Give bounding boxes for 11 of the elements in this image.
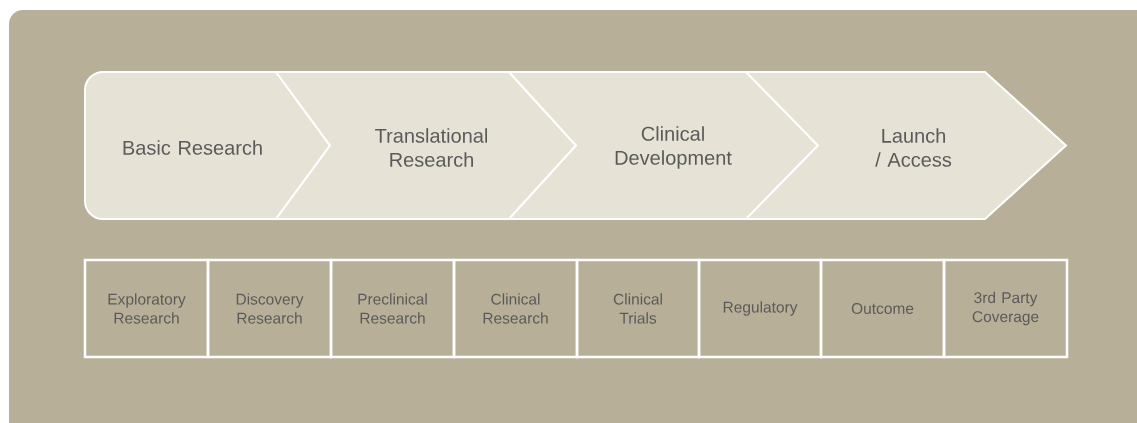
stage-band: Clinical Development [506,71,820,220]
stage-cell: Clinical Trials [575,258,701,359]
stage-band: Translational Research [274,71,578,220]
stage-cell: Clinical Research [452,258,579,359]
stage-cell: Discovery Research [206,258,333,359]
stage-cell: Exploratory Research [83,258,210,359]
stage-cell: Preclinical Research [329,258,456,359]
stage-cell: Regulatory [697,258,823,359]
stage-cell: Outcome [819,258,946,359]
stage-cell: 3rd Party Coverage [942,258,1069,359]
stage-band: Launch / Access [743,71,1068,220]
